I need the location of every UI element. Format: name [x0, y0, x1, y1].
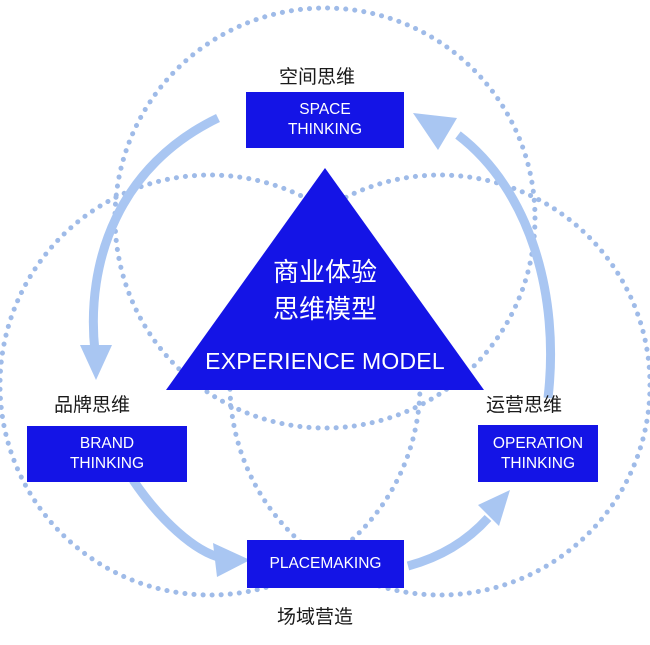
triangle-title-cn-line1: 商业体验	[272, 258, 377, 288]
triangle-title-cn-line2: 思维模型	[272, 295, 377, 325]
space-box-line2: THINKING	[287, 121, 363, 138]
space-label-cn: 空间思维	[279, 66, 356, 88]
operation-box-line2: THINKING	[500, 454, 576, 472]
placemaking-box: PLACEMAKING	[247, 540, 404, 588]
arrowhead-operation	[478, 490, 510, 526]
brand-thinking-box: BRAND THINKING	[27, 426, 187, 482]
placemaking-label-cn: 场域营造	[277, 606, 354, 628]
dotted-circle-right	[227, 172, 650, 598]
arrow-brand-to-placemaking-icon	[129, 477, 224, 563]
brand-box-line1: BRAND	[79, 435, 135, 452]
arrow-placemaking-to-operation-icon	[406, 514, 492, 571]
experience-triangle	[166, 168, 484, 390]
space-box-line1: SPACE	[299, 101, 351, 118]
arrow-space-to-brand-icon	[88, 113, 220, 353]
arrow-operation-to-space-icon	[455, 131, 555, 399]
operation-box-line1: OPERATION	[492, 434, 584, 452]
arrowhead-placemaking	[213, 543, 250, 577]
arrowhead-brand	[80, 345, 112, 380]
space-thinking-box: SPACE THINKING	[246, 92, 404, 148]
dotted-circle-top	[112, 5, 538, 431]
brand-label-cn: 品牌思维	[54, 394, 131, 416]
brand-box-line2: THINKING	[69, 455, 145, 472]
operation-label-cn: 运营思维	[486, 394, 563, 416]
triangle-title-en: EXPERIENCE MODEL	[205, 348, 445, 374]
placemaking-box-label: PLACEMAKING	[269, 555, 382, 572]
arrowhead-space	[413, 113, 457, 150]
operation-thinking-box: OPERATION THINKING	[478, 425, 598, 482]
